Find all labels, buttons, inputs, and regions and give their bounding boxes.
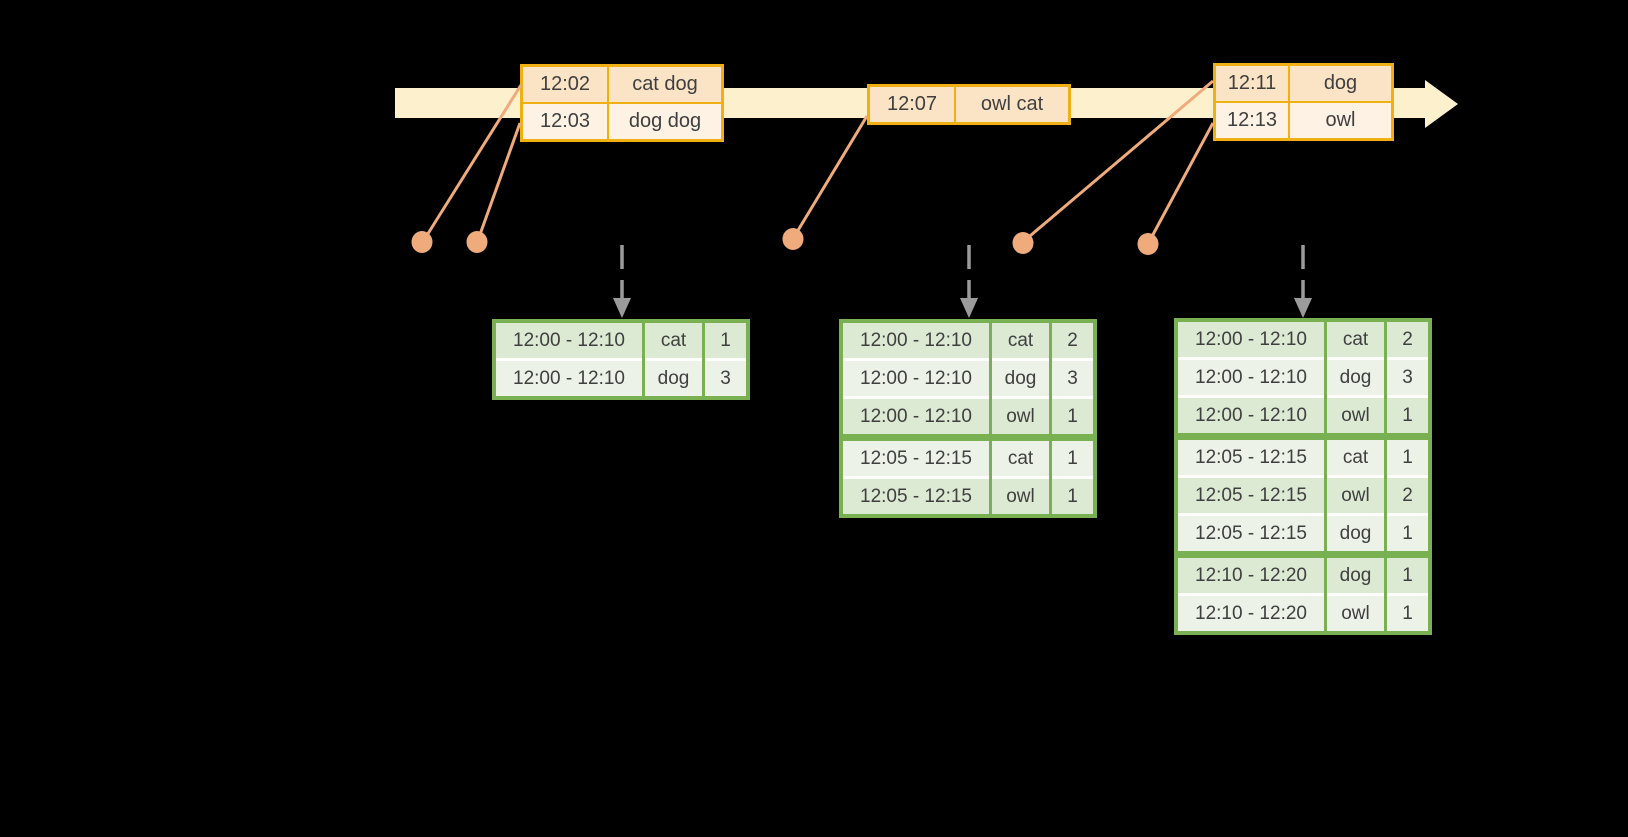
event-connector-line	[792, 115, 869, 238]
event-row: 12:11 dog	[1216, 66, 1391, 101]
event-dot-icon	[782, 228, 804, 250]
window-cell: 12:00 - 12:10	[843, 358, 989, 396]
word-cell: owl	[1327, 395, 1384, 433]
window-cell: 12:00 - 12:10	[1178, 395, 1324, 433]
word-cell: cat	[1327, 322, 1384, 357]
count-cell: 3	[1052, 358, 1093, 396]
trigger-arrow-icon	[1294, 245, 1312, 318]
timeline-arrowhead-icon	[1425, 80, 1458, 128]
event-words-cell: owl cat	[956, 87, 1068, 122]
window-cell: 12:00 - 12:10	[843, 396, 989, 434]
window-cell: 12:00 - 12:10	[496, 358, 642, 396]
word-cell: cat	[992, 434, 1049, 476]
count-cell: 2	[1387, 475, 1428, 513]
count-cell: 2	[1387, 322, 1428, 357]
word-cell: owl	[992, 476, 1049, 514]
event-row: 12:07 owl cat	[870, 87, 1068, 122]
event-words-cell: owl	[1290, 103, 1391, 138]
window-cell: 12:00 - 12:10	[843, 323, 989, 358]
word-cell: dog	[1327, 357, 1384, 395]
count-cell: 1	[1052, 476, 1093, 514]
event-table-3: 12:11 dog 12:13 owl	[1213, 63, 1394, 141]
word-cell: cat	[1327, 433, 1384, 475]
event-row: 12:13 owl	[1216, 103, 1391, 138]
event-dot-icon	[466, 231, 488, 253]
event-time-cell: 12:03	[523, 104, 607, 139]
event-time-cell: 12:02	[523, 67, 607, 102]
word-cell: dog	[1327, 551, 1384, 593]
event-time-cell: 12:07	[870, 87, 954, 122]
window-cell: 12:05 - 12:15	[1178, 475, 1324, 513]
count-cell: 1	[1052, 396, 1093, 434]
word-cell: owl	[1327, 475, 1384, 513]
word-cell: dog	[1327, 513, 1384, 551]
word-cell: dog	[645, 358, 702, 396]
window-cell: 12:05 - 12:15	[1178, 433, 1324, 475]
trigger-arrow-icon	[613, 245, 631, 318]
event-time-cell: 12:11	[1216, 66, 1288, 101]
window-cell: 12:00 - 12:10	[1178, 322, 1324, 357]
event-dot-icon	[411, 231, 433, 253]
event-words-cell: dog	[1290, 66, 1391, 101]
event-connector-line	[476, 122, 522, 241]
event-words-cell: cat dog	[609, 67, 721, 102]
trigger-arrow-icon	[960, 245, 978, 318]
event-row: 12:03 dog dog	[523, 104, 721, 139]
window-cell: 12:00 - 12:10	[1178, 357, 1324, 395]
window-cell: 12:10 - 12:20	[1178, 593, 1324, 631]
count-cell: 1	[1387, 593, 1428, 631]
count-cell: 2	[1052, 323, 1093, 358]
event-table-2: 12:07 owl cat	[867, 84, 1071, 125]
count-cell: 3	[1387, 357, 1428, 395]
count-cell: 1	[705, 323, 746, 358]
event-connector-line	[1147, 122, 1215, 243]
count-cell: 1	[1052, 434, 1093, 476]
count-cell: 1	[1387, 513, 1428, 551]
event-dot-icon	[1137, 233, 1159, 255]
word-cell: owl	[992, 396, 1049, 434]
count-cell: 1	[1387, 433, 1428, 475]
event-dot-icon	[1012, 232, 1034, 254]
word-cell: cat	[645, 323, 702, 358]
event-words-cell: dog dog	[609, 104, 721, 139]
event-table-1: 12:02 cat dog 12:03 dog dog	[520, 64, 724, 142]
window-cell: 12:05 - 12:15	[1178, 513, 1324, 551]
count-cell: 1	[1387, 551, 1428, 593]
window-cell: 12:10 - 12:20	[1178, 551, 1324, 593]
event-row: 12:02 cat dog	[523, 67, 721, 102]
word-cell: dog	[992, 358, 1049, 396]
window-cell: 12:05 - 12:15	[843, 434, 989, 476]
word-cell: owl	[1327, 593, 1384, 631]
window-cell: 12:00 - 12:10	[496, 323, 642, 358]
window-cell: 12:05 - 12:15	[843, 476, 989, 514]
count-cell: 1	[1387, 395, 1428, 433]
count-cell: 3	[705, 358, 746, 396]
word-cell: cat	[992, 323, 1049, 358]
event-time-cell: 12:13	[1216, 103, 1288, 138]
